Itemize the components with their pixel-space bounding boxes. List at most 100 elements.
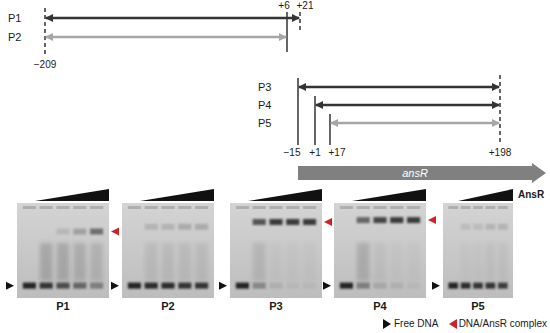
gel-well (195, 206, 208, 209)
complex-marker (111, 228, 119, 236)
gel-well (161, 206, 174, 209)
complex-band (390, 217, 403, 223)
complex-band (498, 224, 508, 230)
free-dna-band (473, 283, 483, 289)
complex-marker (324, 218, 332, 226)
gel-smear (287, 243, 299, 281)
probe-label: P5 (258, 117, 271, 129)
complex-band (73, 229, 86, 235)
gel-well (473, 206, 483, 209)
legend-entry: DNA/AnsR complex (459, 318, 547, 329)
gel-smear (57, 243, 69, 281)
gene-arrow: ansR (298, 163, 546, 183)
panel-label: P4 (373, 300, 386, 312)
gel-smear (74, 243, 86, 281)
gel-well (340, 206, 353, 209)
complex-band (90, 229, 103, 235)
gel-well (145, 206, 158, 209)
complex-band (373, 217, 386, 223)
free-dna-band (269, 283, 282, 289)
panel-label: P3 (269, 300, 282, 312)
free-dna-band (23, 283, 36, 289)
gel-smear (253, 243, 265, 281)
probe-fragment (331, 122, 499, 125)
position-tick (329, 114, 331, 145)
gel-well (56, 206, 69, 209)
gel-well (448, 206, 458, 209)
position-tick (297, 78, 299, 145)
position-label: +6 (278, 0, 289, 11)
complex-band (461, 224, 471, 230)
complex-band (473, 224, 483, 230)
gel-smear (195, 243, 207, 281)
probe-label: P2 (8, 31, 21, 43)
free-dna-band (357, 283, 370, 289)
free-dna-band (56, 283, 69, 289)
gene-name: ansR (402, 167, 428, 179)
gel-well (357, 206, 370, 209)
gel-well (73, 206, 86, 209)
complex-band (269, 219, 282, 225)
complex-band (303, 219, 316, 225)
free-dna-marker (323, 282, 331, 290)
free-dna-band (340, 283, 353, 289)
free-dna-marker (111, 282, 119, 290)
probe-label: P3 (258, 81, 271, 93)
gel-panel: P5 (443, 203, 513, 298)
position-tick (499, 75, 501, 145)
free-dna-marker (6, 282, 14, 290)
free-dna-band (195, 283, 208, 289)
position-tick (44, 8, 46, 57)
free-dna-band (390, 283, 403, 289)
legend-entry: Free DNA (394, 318, 438, 329)
complex-band (253, 219, 266, 225)
gel-background (122, 203, 214, 298)
probe-label: P1 (8, 12, 21, 24)
protein-label: AnsR (518, 189, 544, 200)
free-dna-band (486, 283, 496, 289)
gel-smear (461, 243, 470, 281)
gel-well (128, 206, 141, 209)
gel-background (230, 203, 322, 298)
gel-image (443, 203, 513, 298)
gradient-wedge (352, 189, 426, 201)
gel-well (286, 206, 299, 209)
probe-fragment (299, 86, 499, 89)
free-dna-band (303, 283, 316, 289)
gel-well (498, 206, 508, 209)
gel-well (236, 206, 249, 209)
gradient-wedge (35, 189, 109, 201)
gel-smear (473, 243, 482, 281)
gel-background (17, 203, 109, 298)
gel-panel: P3 (230, 203, 322, 298)
gel-smear (303, 243, 315, 281)
free-dna-band (461, 283, 471, 289)
gel-panel: P4 (334, 203, 426, 298)
free-dna-band (498, 283, 508, 289)
gradient-wedge (458, 189, 513, 201)
gel-well (90, 206, 103, 209)
complex-band (161, 224, 174, 230)
free-dna-band (373, 283, 386, 289)
gradient-wedge (140, 189, 214, 201)
free-dna-band (448, 283, 458, 289)
free-dna-marker (219, 282, 227, 290)
position-tick (314, 96, 316, 145)
gradient-wedge (248, 189, 322, 201)
free-dna-band (40, 283, 53, 289)
gel-smear (486, 243, 495, 281)
gel-image (17, 203, 109, 298)
complex-band (357, 217, 370, 223)
gel-smear (179, 243, 191, 281)
free-dna-band (407, 283, 420, 289)
free-dna-band (236, 283, 249, 289)
gel-well (486, 206, 496, 209)
gel-smear (391, 243, 403, 281)
gel-well (303, 206, 316, 209)
free-dna-band (128, 283, 141, 289)
gel-image (122, 203, 214, 298)
position-label: +198 (489, 147, 512, 158)
probe-fragment (46, 36, 286, 39)
gel-smear (162, 243, 174, 281)
